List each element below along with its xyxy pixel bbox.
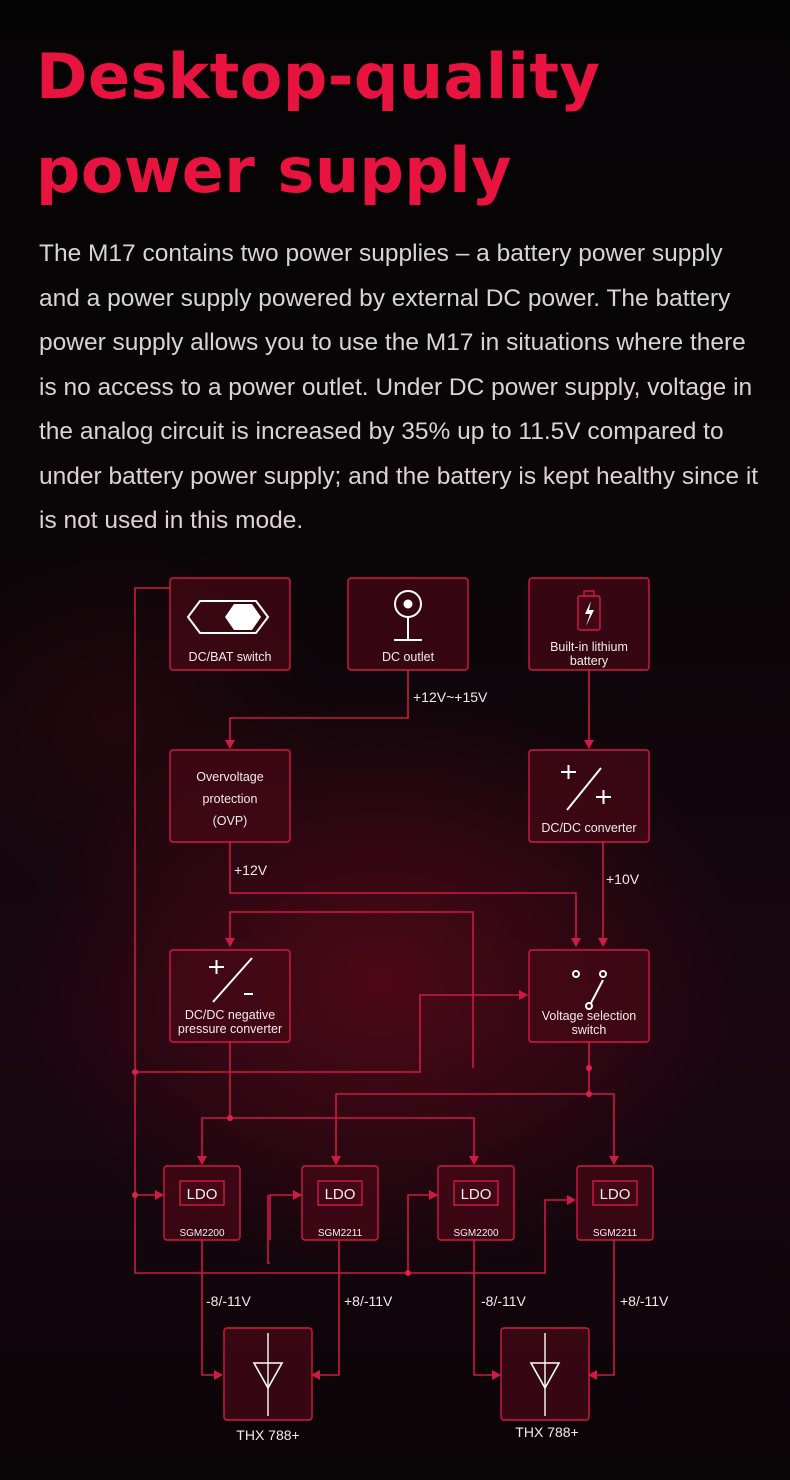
voltage-switch-label-1: Voltage selection bbox=[542, 1009, 637, 1023]
wire-switch-to-negative bbox=[225, 911, 474, 1068]
title-line-2: power supply bbox=[36, 134, 512, 207]
ldo-2-chip: SGM2211 bbox=[318, 1228, 363, 1239]
ldo-block-4: LDO SGM2211 bbox=[576, 1165, 654, 1241]
amp-block-2 bbox=[500, 1327, 590, 1421]
wire-dcbat-control bbox=[134, 587, 576, 1274]
ldo-3-chip: SGM2200 bbox=[453, 1228, 498, 1239]
wire-ovp-to-switch bbox=[229, 842, 581, 947]
wire-dc-to-ovp bbox=[225, 670, 409, 749]
wire-ldo3-to-amp2 bbox=[473, 1240, 501, 1380]
dc-plug-icon bbox=[394, 590, 422, 641]
dcdc-converter-block: DC/DC converter bbox=[528, 749, 650, 843]
dcdc-converter-label: DC/DC converter bbox=[541, 821, 636, 835]
voltage-out-2: +8/-11V bbox=[344, 1293, 393, 1309]
wire-ldo4-to-amp2 bbox=[588, 1240, 615, 1380]
ovp-label-3: (OVP) bbox=[213, 814, 248, 828]
voltage-switch-block: Voltage selection switch bbox=[528, 949, 650, 1043]
amplifier-triangle-icon bbox=[529, 1333, 561, 1416]
ldo-4-label: LDO bbox=[600, 1186, 631, 1203]
ldo-block-3: LDO SGM2200 bbox=[437, 1165, 515, 1241]
ldo-block-2: LDO SGM2211 bbox=[301, 1165, 379, 1241]
battery-block: Built-in lithium battery bbox=[528, 577, 650, 671]
junctions bbox=[132, 1065, 592, 1276]
dcbat-switch-block: DC/BAT switch bbox=[169, 577, 291, 671]
amplifier-triangle-icon bbox=[252, 1333, 284, 1416]
negative-converter-block: DC/DC negative pressure converter bbox=[169, 949, 291, 1043]
battery-icon bbox=[577, 590, 601, 631]
ldo-4-chip: SGM2211 bbox=[593, 1228, 638, 1239]
wires bbox=[134, 587, 619, 1380]
ovp-label-1: Overvoltage bbox=[196, 770, 263, 784]
page-title: Desktop-quality power supply bbox=[36, 30, 766, 218]
ovp-label-2: protection bbox=[203, 792, 258, 806]
dc-outlet-label: DC outlet bbox=[382, 650, 435, 664]
voltage-labels: +12V~+15V +12V +10V -8/-11V +8/-11V -8/-… bbox=[206, 689, 669, 1309]
dc-outlet-block: DC outlet bbox=[347, 577, 469, 671]
dcbat-switch-label: DC/BAT switch bbox=[189, 650, 272, 664]
converter-icon bbox=[561, 765, 611, 811]
ldo-1-label: LDO bbox=[187, 1186, 218, 1203]
voltage-dc-in: +12V~+15V bbox=[413, 689, 488, 705]
ldo-1-chip: SGM2200 bbox=[179, 1228, 224, 1239]
battery-label-2: battery bbox=[570, 654, 609, 668]
ovp-block: Overvoltage protection (OVP) bbox=[169, 749, 291, 843]
voltage-out-4: +8/-11V bbox=[620, 1293, 669, 1309]
wire-positive-bus bbox=[331, 1042, 590, 1165]
voltage-out-1: -8/-11V bbox=[206, 1293, 252, 1309]
wire-control-to-switch bbox=[135, 990, 528, 1073]
voltage-out-3: -8/-11V bbox=[481, 1293, 527, 1309]
amp-block-1 bbox=[223, 1327, 313, 1421]
selector-switch-icon bbox=[572, 970, 607, 1010]
negative-converter-label-1: DC/DC negative bbox=[185, 1008, 275, 1022]
voltage-ovp-out: +12V bbox=[234, 862, 268, 878]
title-line-1: Desktop-quality bbox=[36, 40, 601, 113]
negative-converter-icon bbox=[209, 957, 253, 1003]
negative-converter-label-2: pressure converter bbox=[178, 1022, 282, 1036]
wire-negative-bus bbox=[229, 1042, 479, 1165]
wire-ldo1-to-amp1 bbox=[201, 1240, 223, 1380]
amp-2-label: THX 788+ bbox=[515, 1424, 578, 1440]
voltage-converter-out: +10V bbox=[606, 871, 640, 887]
ldo-block-1: LDO SGM2200 bbox=[163, 1165, 241, 1241]
ldo-3-label: LDO bbox=[461, 1186, 492, 1203]
toggle-switch-icon bbox=[186, 600, 270, 634]
wire-ldo2-to-amp1 bbox=[311, 1240, 340, 1380]
ldo-2-label: LDO bbox=[325, 1186, 356, 1203]
amp-1-label: THX 788+ bbox=[236, 1427, 299, 1443]
description-paragraph: The M17 contains two power supplies – a … bbox=[39, 240, 759, 534]
battery-label-1: Built-in lithium bbox=[550, 640, 628, 654]
voltage-switch-label-2: switch bbox=[572, 1023, 607, 1037]
